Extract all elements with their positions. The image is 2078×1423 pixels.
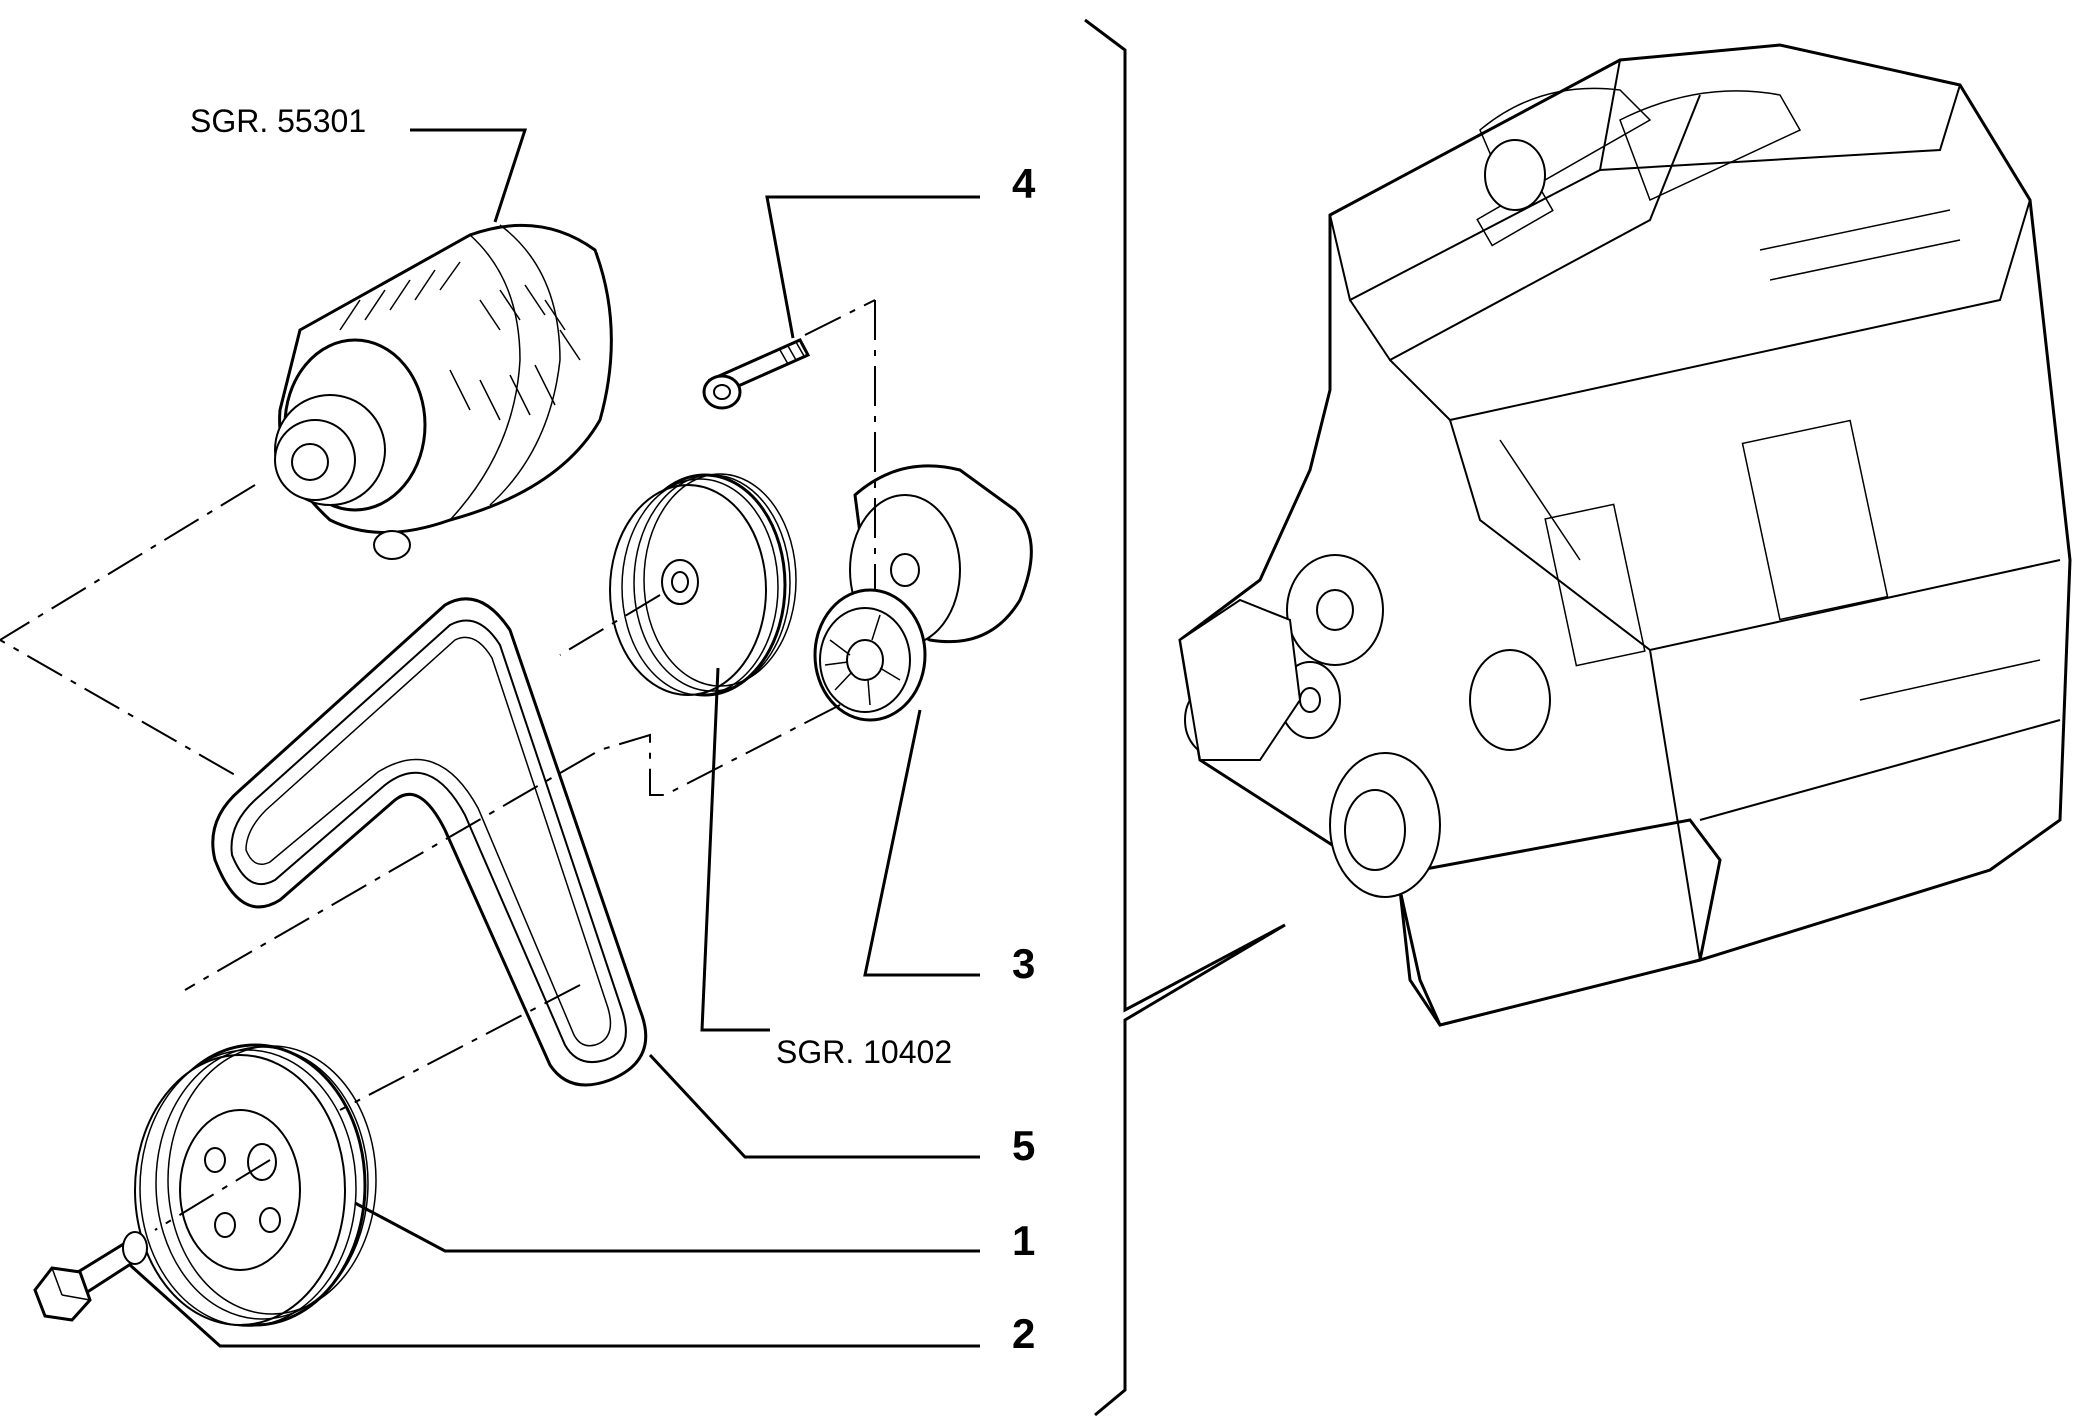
alternator: [274, 223, 613, 560]
assembly-axis-lines: [0, 299, 876, 1231]
alternator-group-ref: SGR. 55301: [190, 103, 366, 139]
idler-pulley: [609, 473, 797, 697]
poly-v-belt: [211, 597, 648, 1087]
crankshaft-bolt: [33, 1231, 148, 1322]
engine-assembly: [1178, 43, 2072, 1027]
callout-2: 2: [1012, 1310, 1035, 1357]
idler-group-ref: SGR. 10402: [776, 1034, 952, 1070]
callout-3: 3: [1012, 940, 1035, 987]
belt-tensioner: [813, 464, 1033, 722]
group-bracket: [1084, 18, 1286, 1417]
callout-4: 4: [1012, 160, 1036, 207]
callout-1: 1: [1012, 1217, 1035, 1264]
crankshaft-pulley: [134, 1043, 377, 1327]
leader-lines: [128, 128, 980, 1348]
callout-5: 5: [1012, 1122, 1035, 1169]
tensioner-bolt: [702, 338, 811, 410]
